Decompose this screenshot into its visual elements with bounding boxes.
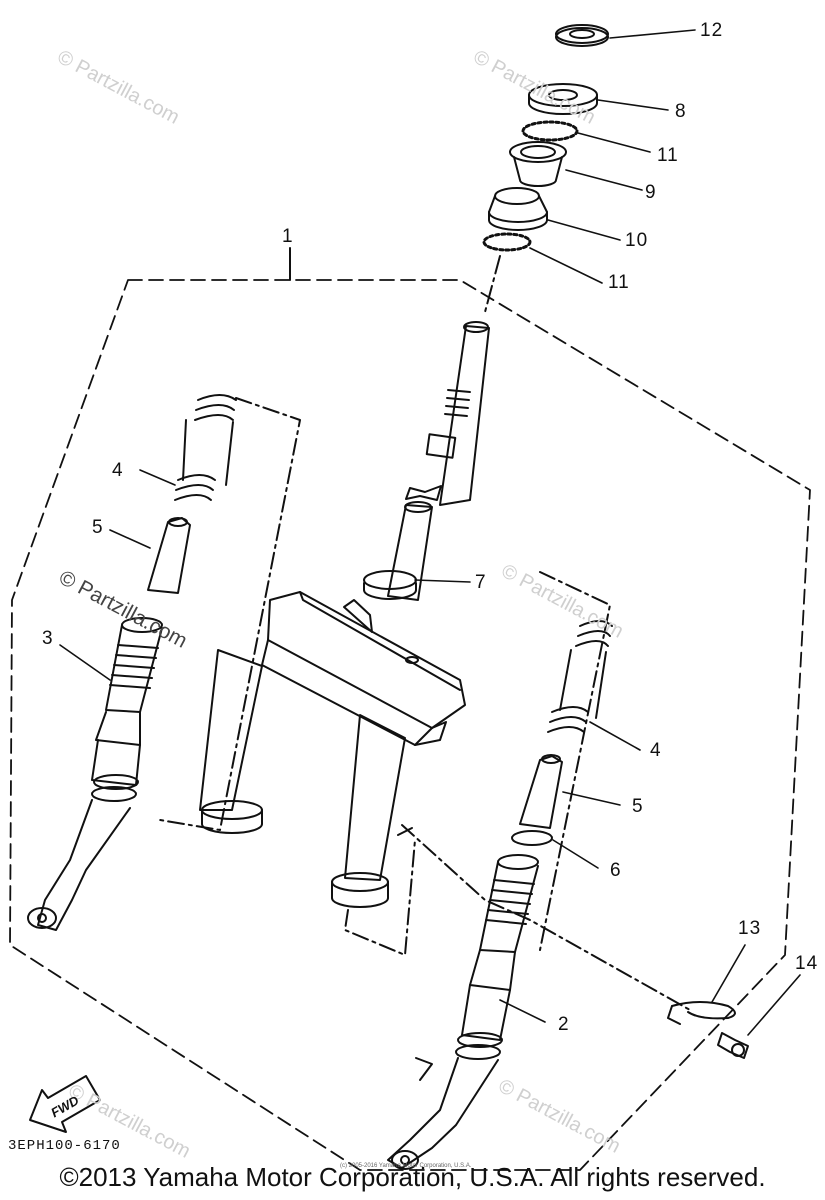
- copyright-notice: ©2013 Yamaha Motor Corporation, U.S.A. A…: [59, 1162, 766, 1192]
- callout-13: 13: [738, 918, 762, 939]
- oring-6: [511, 830, 553, 846]
- callout-11: 11: [608, 272, 630, 293]
- ball-race-11-bottom: [482, 232, 532, 252]
- spring-4-right: [547, 620, 613, 733]
- callout-11: 11: [657, 145, 679, 166]
- lock-nut-12: [555, 24, 609, 47]
- assembly-outline: [9, 279, 811, 1171]
- spacer-5-right: [519, 754, 563, 829]
- fwd-arrow-icon: [29, 1075, 101, 1133]
- bracket-tube-right: [331, 714, 413, 908]
- steering-stem-7: [363, 321, 490, 601]
- dash-link-right: [539, 571, 611, 951]
- callout-3: 3: [42, 628, 54, 649]
- ball-race-11-top: [521, 120, 579, 142]
- dash-link-lower: [401, 824, 691, 1011]
- callout-5: 5: [92, 517, 104, 538]
- callout-4: 4: [650, 740, 662, 761]
- callout-2: 2: [558, 1014, 570, 1035]
- fork-tube-3: [27, 617, 163, 931]
- callout-5: 5: [632, 796, 644, 817]
- callout-1: 1: [282, 226, 294, 247]
- callout-10: 10: [625, 230, 649, 251]
- callout-6: 6: [610, 860, 622, 881]
- under-bracket: [261, 591, 466, 746]
- bolt-14: [717, 1032, 749, 1059]
- callout-7: 7: [475, 572, 487, 593]
- bearing-cover-8: [528, 83, 598, 115]
- callout-12: 12: [700, 20, 724, 41]
- bearing-race-10: [488, 187, 548, 231]
- bearing-race-9: [509, 141, 567, 187]
- spacer-5-left: [147, 517, 191, 594]
- bracket-tube-left: [199, 649, 263, 834]
- spring-4-left: [174, 394, 237, 501]
- callout-4: 4: [112, 460, 124, 481]
- clip-13: [667, 1001, 736, 1025]
- fork-tube-2: [387, 854, 539, 1170]
- callout-8: 8: [675, 101, 687, 122]
- copyright-small-notice: (c) 2005-2016 Yamaha Motor Corporation, …: [340, 1163, 472, 1169]
- callout-14: 14: [795, 953, 819, 974]
- dash-link-left: [159, 397, 301, 831]
- diagram-code: 3EPH100-6170: [8, 1138, 121, 1154]
- callout-9: 9: [645, 182, 657, 203]
